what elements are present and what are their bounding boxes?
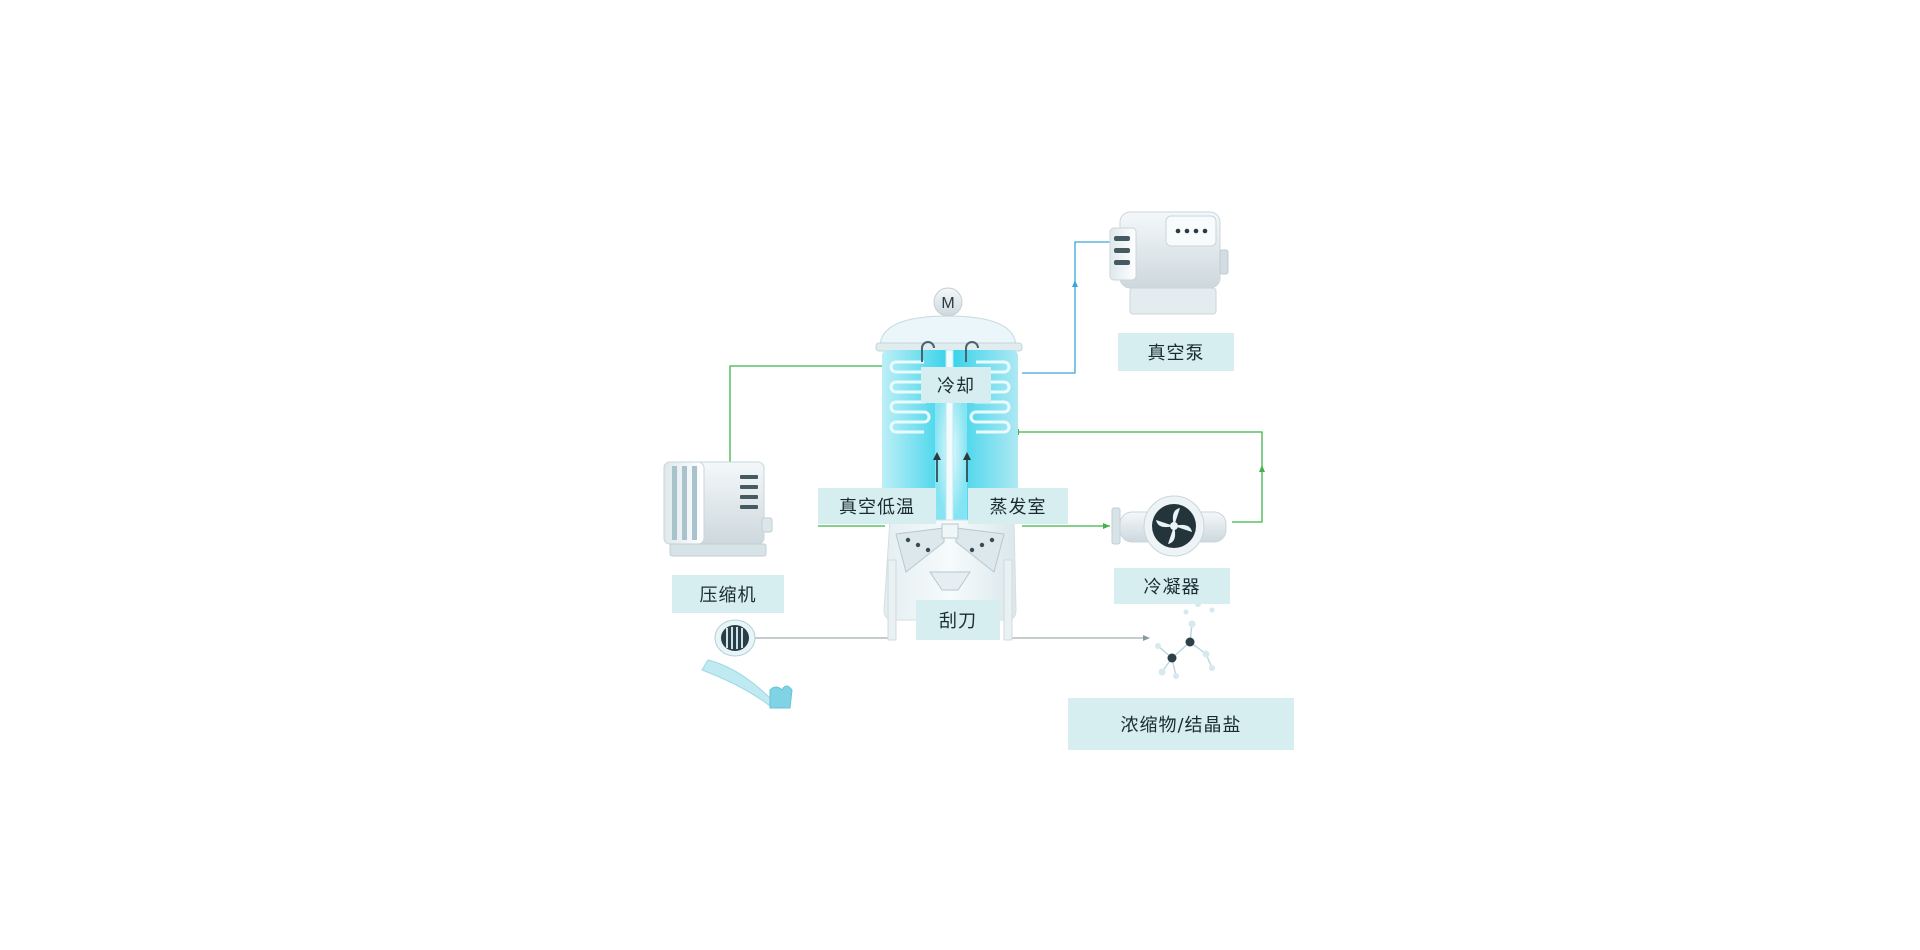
- arrow-head: [1143, 635, 1150, 641]
- label-cooling: 冷却: [921, 367, 991, 403]
- arrow-head: [1072, 280, 1078, 287]
- vacuum-pump-icon: [1109, 211, 1229, 315]
- label-compressor: 压缩机: [672, 575, 784, 613]
- condenser-fan-icon: [1111, 495, 1227, 557]
- pipe-condenser-to-tank: [1014, 431, 1263, 523]
- pipe-tank-to-vacuum-pump: [1022, 241, 1112, 374]
- label-condenser: 冷凝器: [1114, 568, 1230, 604]
- label-scraper: 刮刀: [916, 600, 1000, 640]
- crystal-molecule-icon: [1155, 601, 1215, 679]
- label-evaporation-chamber: 蒸发室: [968, 488, 1068, 524]
- evaporator-tank: M: [875, 287, 1023, 641]
- label-vacuum-low-temp: 真空低温: [818, 488, 936, 524]
- feed-inlet-icon: [701, 619, 793, 709]
- arrow-head: [1259, 465, 1265, 472]
- pipe-compressor-to-cooling: [729, 365, 893, 480]
- label-vacuum-pump: 真空泵: [1118, 333, 1234, 371]
- arrow-up-icon: [963, 452, 971, 460]
- label-concentrate: 浓缩物/结晶盐: [1068, 698, 1294, 750]
- arrow-head: [1103, 523, 1110, 529]
- arrow-up-icon: [933, 452, 941, 460]
- compressor-icon: [663, 461, 773, 557]
- motor-symbol: M: [941, 295, 954, 312]
- motor-icon: [933, 287, 963, 317]
